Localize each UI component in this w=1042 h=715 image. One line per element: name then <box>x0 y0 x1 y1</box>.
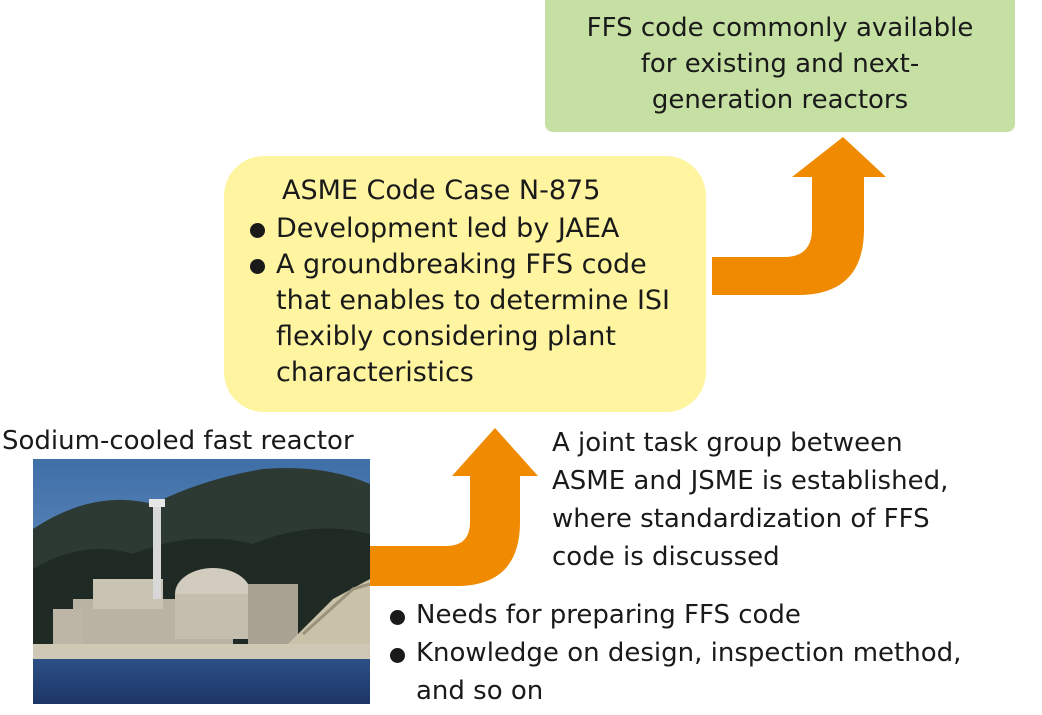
bullet-text: and so on <box>416 676 544 706</box>
asme-code-case-box: ASME Code Case N-875 Development led by … <box>224 156 706 412</box>
goal-line-1: FFS code commonly available <box>586 13 974 43</box>
bullet-icon <box>390 648 405 663</box>
upper-arrow-shape <box>712 137 886 295</box>
goal-line-3: generation reactors <box>651 85 909 115</box>
lower-arrow-shape <box>370 428 538 586</box>
code-case-bullet-1: Development led by JAEA <box>248 211 688 247</box>
code-case-bullet-2: A groundbreaking FFS code that enables t… <box>248 247 688 391</box>
joint-task-group-text: A joint task group between ASME and JSME… <box>552 424 948 576</box>
needs-bullets: Needs for preparing FFS code Knowledge o… <box>388 596 1028 710</box>
bullet-text: Needs for preparing FFS code <box>416 600 801 630</box>
bullet-text: flexibly considering plant <box>276 321 616 352</box>
bullet-text: Development led by JAEA <box>276 213 620 244</box>
code-case-title: ASME Code Case N-875 <box>282 175 601 206</box>
joint-line-2: ASME and JSME is established, <box>552 466 949 496</box>
reactor-photo <box>33 459 370 704</box>
joint-line-4: code is discussed <box>552 542 780 572</box>
needs-bullet-2: Knowledge on design, inspection method, … <box>388 634 1028 710</box>
upper-bent-arrow-icon <box>712 137 886 295</box>
ffs-code-goal-box: FFS code commonly available for existing… <box>545 0 1015 132</box>
needs-bullet-1: Needs for preparing FFS code <box>388 596 1028 634</box>
bullet-text: Knowledge on design, inspection method, <box>416 638 962 668</box>
bullet-icon <box>390 610 405 625</box>
reactor-label: Sodium-cooled fast reactor <box>2 426 354 456</box>
bullet-text: characteristics <box>276 357 474 388</box>
bullet-icon <box>250 223 265 238</box>
goal-line-2: for existing and next- <box>640 49 920 79</box>
code-case-bullets: Development led by JAEA A groundbreaking… <box>248 211 688 391</box>
reactor-photo-image <box>33 459 370 704</box>
bullet-icon <box>250 259 265 274</box>
bullet-text: A groundbreaking FFS code <box>276 249 647 280</box>
joint-line-1: A joint task group between <box>552 428 903 458</box>
bullet-text: that enables to determine ISI <box>276 285 671 316</box>
lower-bent-arrow-icon <box>370 428 538 586</box>
joint-line-3: where standardization of FFS <box>552 504 930 534</box>
